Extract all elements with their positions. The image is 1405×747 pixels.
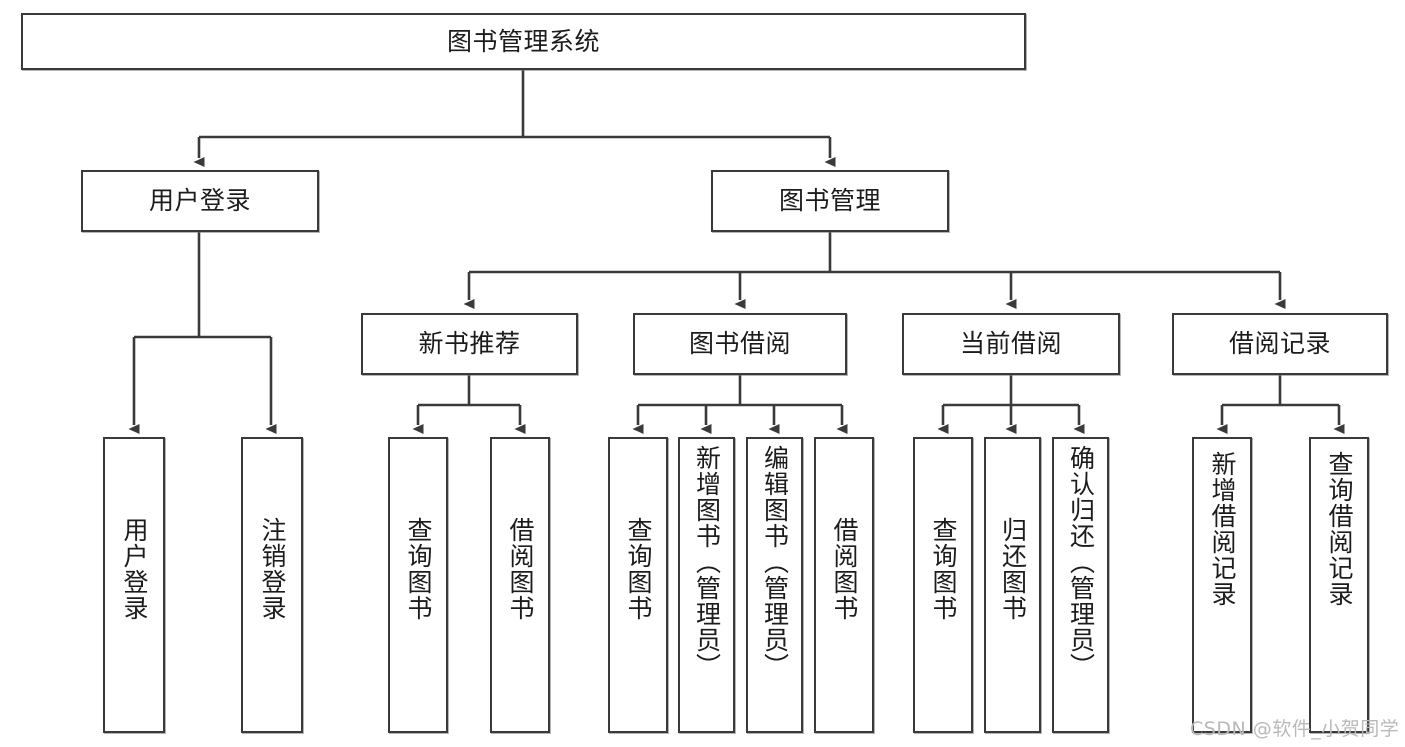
leaf-edit-book-admin-label: 编辑图书（管理员） xyxy=(760,445,790,679)
leaf-add-borrow-record[interactable]: 新增借阅记录 xyxy=(1192,437,1252,733)
node-root[interactable]: 图书管理系统 xyxy=(21,13,1026,70)
leaf-logout[interactable]: 注销登录 xyxy=(241,437,303,733)
leaf-confirm-return-admin[interactable]: 确认归还（管理员） xyxy=(1052,437,1109,733)
node-new-book-recommend[interactable]: 新书推荐 xyxy=(361,313,578,375)
leaf-query-book-borrow-label: 查询图书 xyxy=(624,517,653,621)
leaf-logout-label: 注销登录 xyxy=(258,517,287,621)
leaf-borrow-book-label: 借阅图书 xyxy=(830,517,859,621)
leaf-user-login[interactable]: 用户登录 xyxy=(103,437,165,733)
leaf-return-book[interactable]: 归还图书 xyxy=(984,437,1041,733)
node-user-login-label: 用户登录 xyxy=(148,186,251,216)
leaf-borrow-book[interactable]: 借阅图书 xyxy=(814,437,874,733)
node-book-borrow[interactable]: 图书借阅 xyxy=(633,313,847,375)
node-current-borrow-label: 当前借阅 xyxy=(959,329,1062,359)
leaf-query-borrow-record[interactable]: 查询借阅记录 xyxy=(1309,437,1369,733)
csdn-watermark: CSDN @软件_小贺同学 xyxy=(1190,718,1400,740)
leaf-query-borrow-record-label: 查询借阅记录 xyxy=(1325,451,1354,607)
leaf-query-book-recommend-label: 查询图书 xyxy=(404,517,433,621)
leaf-confirm-return-admin-label: 确认归还（管理员） xyxy=(1066,445,1096,679)
node-user-login[interactable]: 用户登录 xyxy=(81,170,319,232)
leaf-query-book-borrow[interactable]: 查询图书 xyxy=(608,437,668,733)
node-borrow-record-label: 借阅记录 xyxy=(1228,329,1331,359)
leaf-return-book-label: 归还图书 xyxy=(998,517,1028,621)
leaf-query-book-current[interactable]: 查询图书 xyxy=(913,437,973,733)
node-borrow-record[interactable]: 借阅记录 xyxy=(1172,313,1388,375)
node-book-management-label: 图书管理 xyxy=(778,186,881,216)
node-current-borrow[interactable]: 当前借阅 xyxy=(902,313,1120,375)
node-book-borrow-label: 图书借阅 xyxy=(688,329,791,359)
leaf-borrow-book-recommend[interactable]: 借阅图书 xyxy=(490,437,550,733)
node-new-book-recommend-label: 新书推荐 xyxy=(418,329,521,359)
leaf-query-book-current-label: 查询图书 xyxy=(929,517,958,621)
leaf-edit-book-admin[interactable]: 编辑图书（管理员） xyxy=(746,437,803,733)
leaf-user-login-label: 用户登录 xyxy=(120,517,149,621)
leaf-borrow-book-recommend-label: 借阅图书 xyxy=(506,517,535,621)
leaf-add-borrow-record-label: 新增借阅记录 xyxy=(1208,451,1237,607)
leaf-query-book-recommend[interactable]: 查询图书 xyxy=(388,437,448,733)
node-book-management[interactable]: 图书管理 xyxy=(711,170,949,232)
leaf-add-book-admin-label: 新增图书（管理员） xyxy=(692,445,722,679)
leaf-add-book-admin[interactable]: 新增图书（管理员） xyxy=(678,437,735,733)
node-root-label: 图书管理系统 xyxy=(446,26,600,56)
